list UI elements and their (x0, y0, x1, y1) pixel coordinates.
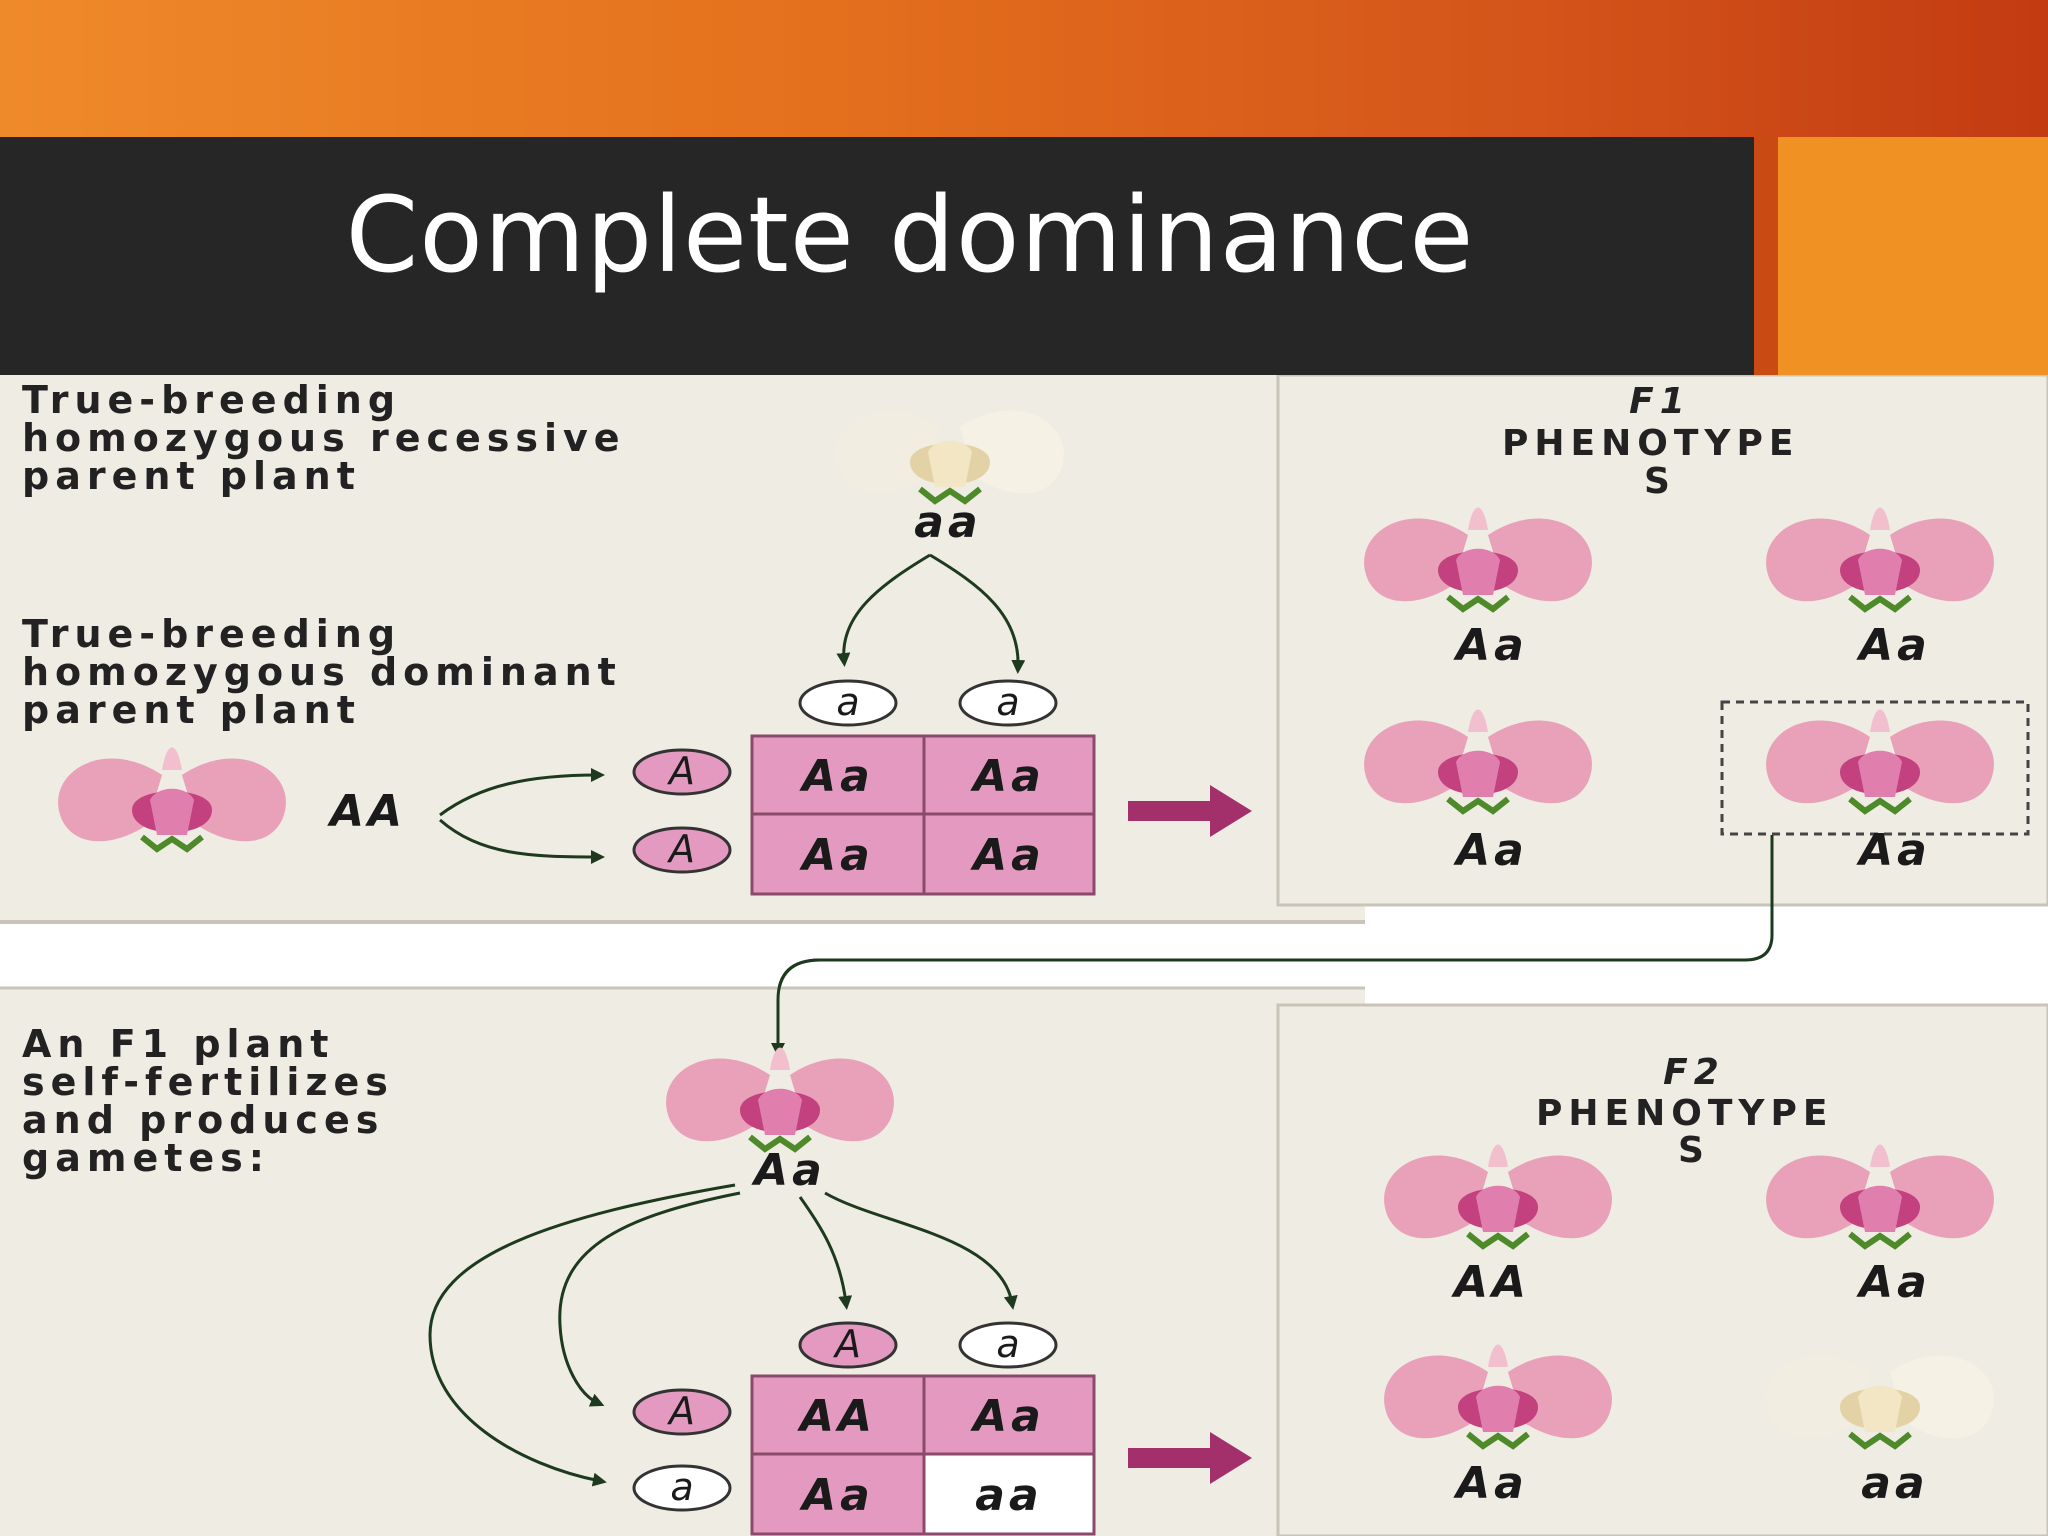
title-accent-dark (1754, 137, 1778, 375)
punnett-value: Aa (970, 830, 1045, 881)
gamete-col-1 (798, 679, 898, 727)
gamete-col-2 (958, 1321, 1058, 1369)
dominance-diagram: True-breeding homozygous recessive paren… (0, 375, 2048, 1536)
punnett-cell-2-1 (750, 812, 926, 896)
arrow-AA-lower (439, 818, 605, 864)
gamete-col-1-label: A (832, 1322, 861, 1366)
pink-flower-icon (1384, 1145, 1612, 1247)
gamete-row-1-label: A (666, 1389, 695, 1433)
dominant-parent-genotype: AA (327, 786, 406, 837)
arrow-aa-right (929, 553, 1026, 674)
punnett-cell-2-2 (922, 812, 1096, 896)
pink-flower-icon (1766, 508, 1994, 610)
punnett-value: aa (975, 1470, 1042, 1521)
pink-flower-icon (666, 1048, 894, 1150)
bottom-right-panel (1276, 1003, 2048, 1536)
recessive-parent-label: True-breeding homozygous recessive paren… (22, 378, 645, 498)
f2-phenotype: aa (1861, 1458, 1928, 1509)
gamete-col-1-label: a (836, 680, 859, 724)
f1-phenotype: Aa (1856, 825, 1931, 876)
arrow-gamete-a-col (824, 1191, 1018, 1310)
dominant-parent-label: True-breeding homozygous dominant parent… (22, 612, 641, 732)
punnett-cell-1-1 (750, 734, 926, 816)
punnett-value: Aa (970, 1391, 1045, 1442)
result-arrow-top (1128, 785, 1252, 837)
pink-flower-icon (1364, 710, 1592, 812)
f1-phenotype: Aa (1453, 825, 1528, 876)
punnett-value: Aa (970, 751, 1045, 802)
punnett-cell-1-1 (750, 1374, 926, 1456)
title-bar (0, 137, 1754, 375)
gamete-row-2-label: a (670, 1465, 693, 1509)
gamete-col-1 (798, 1321, 898, 1369)
gamete-row-2-label: A (666, 827, 695, 871)
pink-flower-icon (1384, 1345, 1612, 1447)
gamete-row-1-label: A (666, 749, 695, 793)
punnett-value: Aa (799, 751, 874, 802)
punnett-cell-1-2 (922, 734, 1096, 816)
punnett-value: Aa (799, 1470, 874, 1521)
gamete-col-2 (958, 679, 1058, 727)
arrow-gamete-A-row (558, 1191, 741, 1407)
f1-plant-label: An F1 plant self-fertilizes and produces… (22, 1022, 413, 1180)
slide-title: Complete dominance (345, 174, 1475, 296)
punnett-cell-2-1 (750, 1452, 926, 1536)
arrow-gamete-a-row (428, 1183, 736, 1487)
f2-phenotype: Aa (1453, 1458, 1528, 1509)
result-arrow-bottom (1128, 1432, 1252, 1484)
pink-flower-icon (1766, 710, 1994, 812)
f2-heading-gen: F2 (1663, 1052, 1725, 1093)
f2-phenotype: AA (1451, 1257, 1530, 1308)
gamete-row-2 (632, 1464, 732, 1512)
arrow-AA-upper (439, 768, 605, 817)
f1-phenotype: Aa (1856, 620, 1931, 671)
top-right-panel (1276, 375, 2048, 907)
f1-plant-genotype: Aa (751, 1145, 826, 1196)
recessive-parent-genotype: aa (914, 497, 981, 548)
f2-heading: PHENOTYPE S (1536, 1093, 1852, 1171)
gamete-row-1 (632, 748, 732, 796)
punnett-cell-2-2 (922, 1452, 1096, 1536)
pink-flower-icon (58, 748, 286, 850)
punnett-value: AA (797, 1391, 876, 1442)
top-banner (0, 0, 2048, 137)
punnett-cell-1-2 (922, 1374, 1096, 1456)
gamete-col-2-label: a (996, 680, 1019, 724)
title-accent-orange (1778, 137, 2048, 375)
selected-plant-connector (771, 958, 821, 1057)
f1-phenotype: Aa (1453, 620, 1528, 671)
f1-heading-gen: F1 (1629, 381, 1691, 422)
gamete-row-2 (632, 826, 732, 874)
selected-f1-plant-box (1720, 700, 2030, 836)
gamete-row-1 (632, 1388, 732, 1436)
pink-flower-icon (1766, 1145, 1994, 1247)
f1-heading: PHENOTYPE S (1502, 423, 1818, 502)
punnett-value: Aa (799, 830, 874, 881)
pink-flower-icon (1364, 508, 1592, 610)
gamete-col-2-label: a (996, 1322, 1019, 1366)
f2-phenotype: Aa (1856, 1257, 1931, 1308)
arrow-aa-left (836, 553, 931, 667)
arrow-gamete-A-col (798, 1196, 853, 1310)
